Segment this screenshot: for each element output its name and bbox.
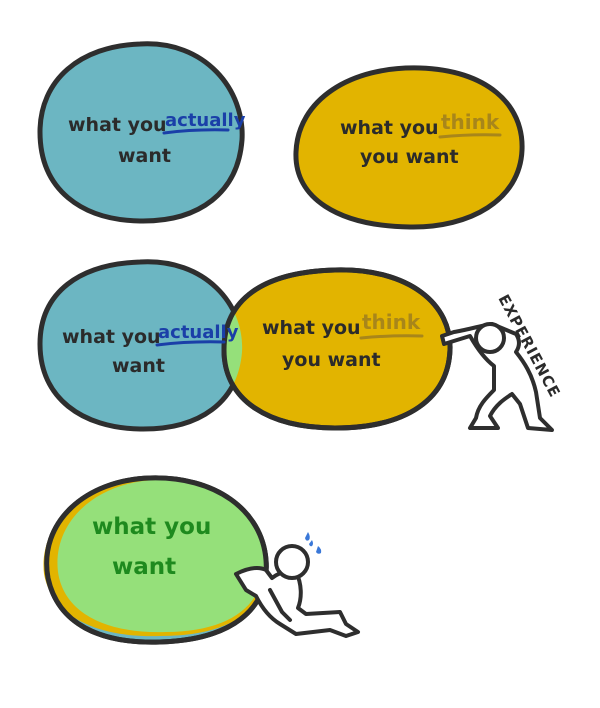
row-3: what you want xyxy=(43,475,360,645)
svg-text:what you: what you xyxy=(62,326,161,348)
think-outline-2 xyxy=(221,267,453,431)
think-label-line2-2: you want xyxy=(282,349,381,371)
final-label-line2: want xyxy=(112,554,176,580)
svg-text:actually: actually xyxy=(165,110,246,131)
svg-text:you want: you want xyxy=(282,349,381,371)
actual-label-line1: what you xyxy=(68,114,167,136)
think-label-word-2: think xyxy=(362,310,421,334)
actual-want-blob xyxy=(37,41,245,224)
think-label-line1: what you xyxy=(340,117,439,139)
actually-underline xyxy=(162,128,230,135)
actual-label-word: actually xyxy=(165,110,246,131)
sweat-drops-icon xyxy=(305,532,322,554)
svg-text:actually: actually xyxy=(158,322,239,343)
svg-text:think: think xyxy=(441,110,500,134)
svg-text:what you: what you xyxy=(262,317,361,339)
think-want-blob xyxy=(293,65,525,230)
actually-underline-2 xyxy=(155,340,226,347)
svg-text:you want: you want xyxy=(360,146,459,168)
actual-label-line2: want xyxy=(118,145,171,167)
actual-label-word-2: actually xyxy=(158,322,239,343)
think-underline xyxy=(438,133,502,139)
svg-text:what you: what you xyxy=(92,514,211,540)
think-label-line2: you want xyxy=(360,146,459,168)
exhausted-person-icon xyxy=(234,544,360,638)
actual-want-blob-2 xyxy=(37,259,245,432)
think-label-word: think xyxy=(441,110,500,134)
svg-text:what you: what you xyxy=(68,114,167,136)
svg-text:want: want xyxy=(118,145,171,167)
svg-text:want: want xyxy=(112,355,165,377)
pushing-person-icon xyxy=(440,322,554,432)
final-label-line1: what you xyxy=(92,514,211,540)
think-label-line1-2: what you xyxy=(262,317,361,339)
svg-text:what you: what you xyxy=(340,117,439,139)
final-outline xyxy=(44,475,269,645)
row-1: what you actually want what you think yo… xyxy=(37,41,525,230)
actual-label-line2-2: want xyxy=(112,355,165,377)
svg-text:want: want xyxy=(112,554,176,580)
think-underline-2 xyxy=(359,334,424,340)
actual-label-line1-2: what you xyxy=(62,326,161,348)
svg-text:think: think xyxy=(362,310,421,334)
row-2: what you actually want what you think yo… xyxy=(37,259,564,432)
final-want-blob xyxy=(57,479,265,633)
